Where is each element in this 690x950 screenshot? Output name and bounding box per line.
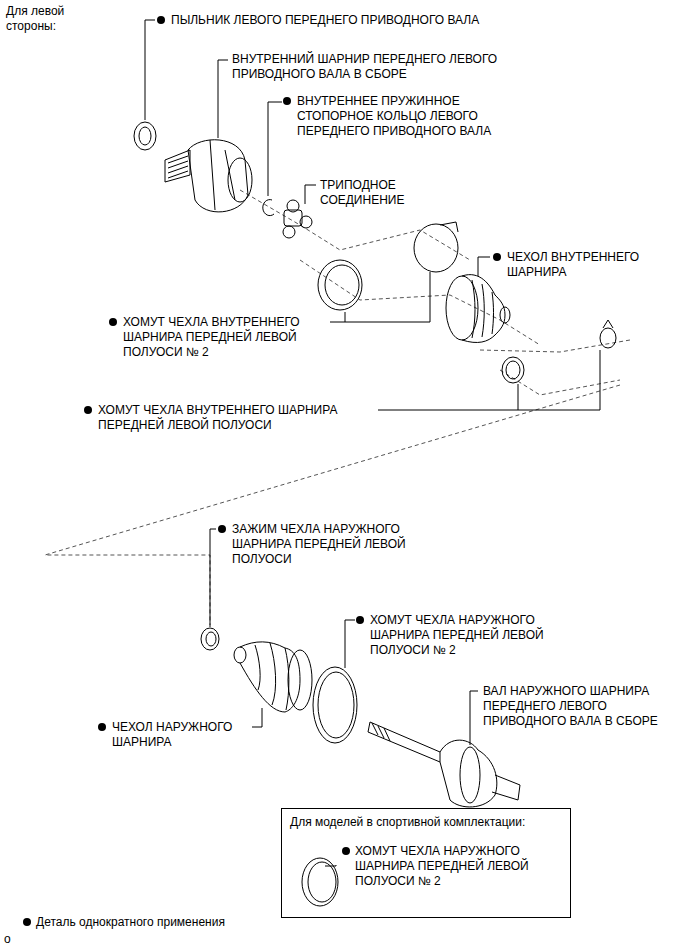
boot-clamp (302, 858, 338, 906)
part-label: o (4, 932, 24, 947)
dust-seal (134, 122, 156, 150)
part-label: ХОМУТ ЧЕХЛА ВНУТРЕННЕГО ШАРНИРА ПЕРЕДНЕЙ… (98, 403, 378, 433)
boot-clamp (318, 222, 616, 383)
boot-clip (201, 628, 219, 650)
part-label: ХОМУТ ЧЕХЛА ВНУТРЕННЕГО ШАРНИРА ПЕРЕДНЕЙ… (123, 315, 328, 360)
single-use-mark (342, 847, 350, 855)
variant-box: Для моделей в спортивной комплектации: ХО… (281, 808, 571, 918)
single-use-mark (23, 918, 31, 926)
single-use-mark (84, 406, 92, 414)
single-use-mark (218, 525, 226, 533)
leader-lines (145, 20, 600, 866)
part-label: ХОМУТ ЧЕХЛА НАРУЖНОГО ШАРНИРА ПЕРЕДНЕЙ Л… (355, 844, 565, 889)
part-label: ВНУТРЕННЕЕ ПРУЖИННОЕ СТОПОРНОЕ КОЛЬЦО ЛЕ… (297, 94, 492, 139)
part-label: ТРИПОДНОЕ СОЕДИНЕНИЕ (320, 178, 430, 208)
part-label: ЧЕХОЛ ВНУТРЕННЕГО ШАРНИРА (507, 250, 677, 280)
single-use-mark (157, 16, 165, 24)
part-label: ЗАЖИМ ЧЕХЛА НАРУЖНОГО ШАРНИРА ПЕРЕДНЕЙ Л… (232, 522, 457, 567)
outer-shaft (368, 722, 520, 807)
tripod (283, 200, 312, 238)
outer-boot (234, 642, 312, 712)
part-label: ХОМУТ ЧЕХЛА НАРУЖНОГО ШАРНИРА ПЕРЕДНЕЙ Л… (370, 613, 595, 658)
snap-ring (263, 200, 274, 216)
single-use-mark (493, 253, 501, 261)
part-label: ВАЛ НАРУЖНОГО ШАРНИРА ПЕРЕДНЕГО ЛЕВОГО П… (483, 684, 683, 729)
part-label: ПЫЛЬНИК ЛЕВОГО ПЕРЕДНЕГО ПРИВОДНОГО ВАЛА (171, 13, 551, 28)
part-label: ЧЕХОЛ НАРУЖНОГО ШАРНИРА (112, 720, 252, 750)
single-use-mark (98, 723, 106, 731)
inner-boot (446, 275, 510, 343)
section-title: Для левой стороны: (6, 4, 101, 34)
legend-text: Деталь однократного применения (36, 915, 336, 930)
single-use-mark (283, 97, 291, 105)
boot-clamp (313, 667, 357, 743)
box-heading: Для моделей в спортивной комплектации: (290, 815, 564, 830)
single-use-mark (356, 616, 364, 624)
inner-joint (165, 140, 252, 212)
single-use-mark (109, 318, 117, 326)
part-label: ВНУТРЕННИЙ ШАРНИР ПЕРЕДНЕГО ЛЕВОГО ПРИВО… (232, 52, 532, 82)
